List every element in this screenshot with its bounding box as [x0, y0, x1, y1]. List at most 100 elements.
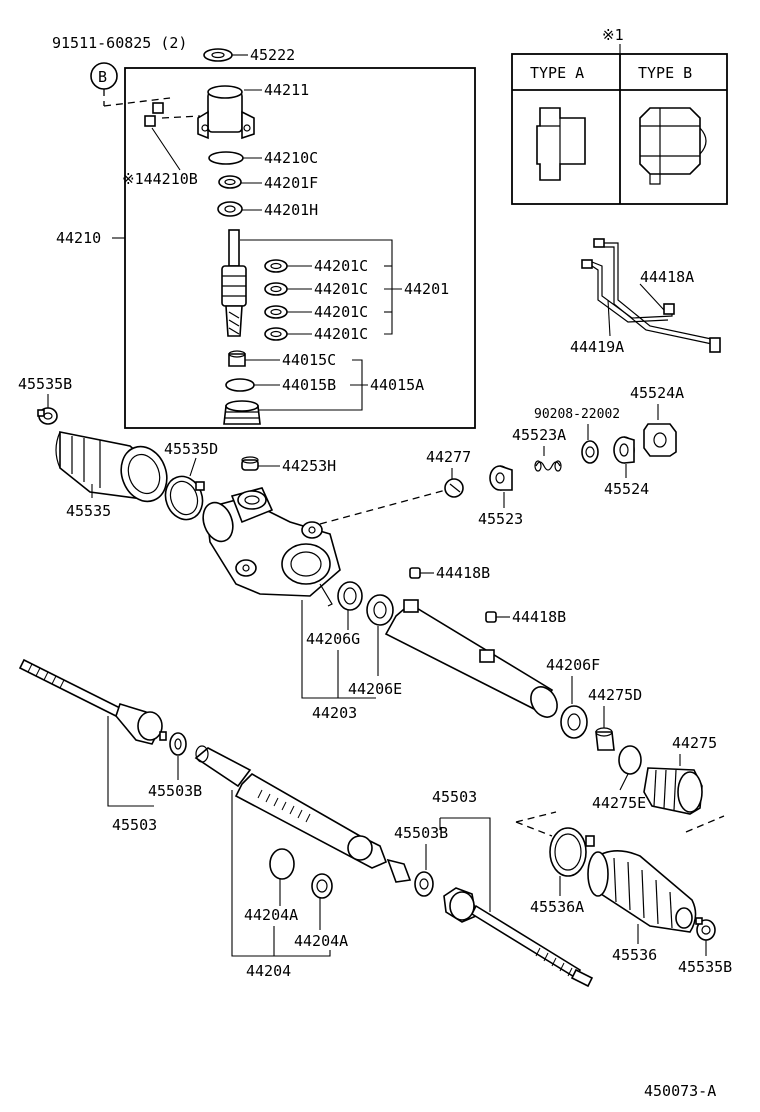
label-44277: 44277 — [426, 448, 471, 466]
label-45535B-top: 45535B — [18, 375, 72, 393]
seal-44201f — [218, 175, 242, 189]
boot-45536 — [587, 850, 697, 933]
label-44418B-1: 44418B — [436, 564, 490, 582]
pressure-tube-44419a — [581, 259, 675, 323]
rack-cylinder-tube — [384, 599, 558, 718]
seal-44206g — [337, 581, 363, 611]
ring-45503b-left — [169, 732, 187, 756]
rack-bushing-44275 — [643, 767, 703, 815]
label-45523A: 45523A — [512, 426, 566, 444]
label-45523: 45523 — [478, 510, 523, 528]
label-45535D: 45535D — [164, 440, 218, 458]
label-45503-right: 45503 — [432, 788, 477, 806]
label-44201C-4: 44201C — [314, 325, 368, 343]
nut-45523 — [489, 465, 513, 491]
label-45536: 45536 — [612, 946, 657, 964]
label-44203: 44203 — [312, 704, 357, 722]
seal-44206e — [366, 594, 394, 626]
pressure-tube-44418a — [593, 238, 721, 353]
label-44253H: 44253H — [282, 457, 336, 475]
label-44418A: 44418A — [640, 268, 694, 286]
seal-44206f — [560, 705, 588, 739]
type-a-header: TYPE A — [530, 64, 584, 82]
tie-rod-end-right — [443, 887, 594, 988]
label-44201C-3: 44201C — [314, 303, 368, 321]
oring-44210c — [208, 151, 244, 165]
gear-housing — [202, 487, 341, 607]
label-44419A: 44419A — [570, 338, 624, 356]
steering-rack — [234, 773, 412, 883]
label-44418B-2: 44418B — [512, 608, 566, 626]
label-44015A: 44015A — [370, 376, 424, 394]
oring-44015b — [225, 378, 255, 392]
bolt-ref-label: 91511-60825 (2) — [52, 34, 187, 52]
label-44015C: 44015C — [282, 351, 336, 369]
rack-sleeve — [194, 745, 252, 788]
label-44201H: 44201H — [264, 201, 318, 219]
label-45535B-bottom: 45535B — [678, 958, 732, 976]
note-mark: ※1 — [602, 26, 624, 44]
label-45503B-right: 45503B — [394, 824, 448, 842]
bearing-44201h — [217, 201, 243, 217]
dust-cap-44015 — [223, 400, 261, 425]
label-45536A: 45536A — [530, 898, 584, 916]
label-44204A-2: 44204A — [294, 932, 348, 950]
label-44275D: 44275D — [588, 686, 642, 704]
label-45503-left: 45503 — [112, 816, 157, 834]
diagram-ref-number: 450073-A — [644, 1082, 716, 1100]
seal-44201c-2 — [264, 282, 288, 296]
clamp-45535b-top — [37, 407, 58, 425]
boot-45535 — [55, 431, 168, 503]
label-44201C-1: 44201C — [314, 257, 368, 275]
label-44210B: ※144210B — [122, 170, 198, 188]
type-b-part — [639, 107, 707, 185]
label-44015B: 44015B — [282, 376, 336, 394]
label-44211: 44211 — [264, 81, 309, 99]
label-90208: 90208-22002 — [534, 407, 620, 422]
pinion-shaft — [221, 229, 247, 337]
clamp-45535d — [164, 475, 205, 521]
circle-ref-b-letter: B — [98, 68, 107, 86]
nut-45524a — [643, 423, 677, 457]
label-44206G: 44206G — [306, 630, 360, 648]
seal-44201c-4 — [264, 327, 288, 341]
bolt-44210b-a — [144, 102, 164, 127]
label-44210C: 44210C — [264, 149, 318, 167]
assembly-44210-box — [124, 67, 476, 429]
label-44204: 44204 — [246, 962, 291, 980]
ring-45503b-right — [414, 871, 434, 897]
label-44206F: 44206F — [546, 656, 600, 674]
seal-44204a-2 — [311, 873, 333, 899]
label-45524: 45524 — [604, 480, 649, 498]
label-45524A: 45524A — [630, 384, 684, 402]
seal-44015c — [228, 350, 246, 367]
plug-44253h — [241, 456, 259, 471]
clamp-45536a — [549, 827, 595, 877]
label-44210: 44210 — [56, 229, 101, 247]
seal-44204a-1 — [269, 848, 295, 880]
clamp-45535b-bottom — [695, 917, 716, 941]
label-45222: 45222 — [250, 46, 295, 64]
label-45535: 45535 — [66, 502, 111, 520]
housing-44211 — [197, 85, 255, 140]
label-44201: 44201 — [404, 280, 449, 298]
cap-45524 — [613, 436, 635, 464]
label-44206E: 44206E — [348, 680, 402, 698]
type-b-header: TYPE B — [638, 64, 692, 82]
label-44201C-2: 44201C — [314, 280, 368, 298]
label-44275: 44275 — [672, 734, 717, 752]
cap-44277 — [444, 478, 464, 498]
tie-rod-end-left — [18, 658, 167, 745]
bushing-44275d — [595, 727, 615, 751]
washer-90208 — [581, 440, 599, 464]
label-44275E: 44275E — [592, 794, 646, 812]
fitting-44418b-1 — [409, 567, 421, 579]
oring-44275e — [618, 745, 642, 775]
spring-45523a — [534, 460, 562, 472]
label-45503B-left: 45503B — [148, 782, 202, 800]
seal-44201c-1 — [264, 259, 288, 273]
seal-44201c-3 — [264, 305, 288, 319]
washer-45222 — [203, 48, 233, 62]
type-a-part — [536, 107, 586, 181]
